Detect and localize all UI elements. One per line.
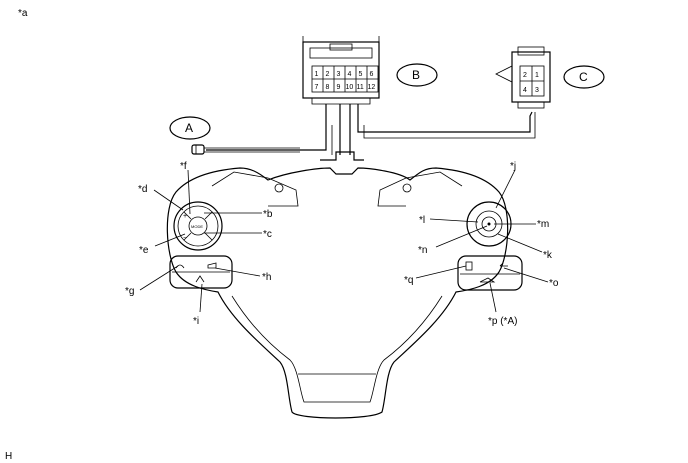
pin-label: 2 <box>523 72 527 79</box>
part-labels: *f *d *b *c *e *h *g *i *j *l *m *n *k *… <box>125 161 559 327</box>
svg-text:B: B <box>412 68 420 82</box>
label-l: *l <box>419 215 425 226</box>
connector-c-pin-grid: 2 1 4 3 <box>519 65 545 97</box>
pin-label: 1 <box>315 71 319 78</box>
label-p: *p (*A) <box>488 316 517 327</box>
callout-a: A <box>169 116 211 140</box>
callout-c: C <box>563 65 605 89</box>
pin-label: 12 <box>368 84 376 91</box>
pin-label: 11 <box>357 84 364 91</box>
pin-label: 3 <box>337 71 341 78</box>
pin-label: 3 <box>535 87 539 94</box>
pin-label: 9 <box>337 84 341 91</box>
label-c: *c <box>263 229 272 240</box>
label-n: *n <box>418 245 427 256</box>
figure-id: *a <box>18 8 28 19</box>
pin-label: 6 <box>370 71 374 78</box>
minus-icon: − <box>183 235 187 242</box>
footer-code: H <box>5 451 12 462</box>
wire-harness <box>191 104 536 161</box>
pin-label: 5 <box>359 71 363 78</box>
label-b: *b <box>263 209 273 220</box>
pin-label: 1 <box>535 72 539 79</box>
callout-b: B <box>396 63 438 87</box>
svg-text:A: A <box>185 121 193 135</box>
voice-icon <box>195 275 205 283</box>
svg-text:C: C <box>579 70 588 84</box>
pin-label: 7 <box>315 84 319 91</box>
pin-label: 4 <box>523 87 527 94</box>
connector-c: 2 1 4 3 <box>495 46 551 109</box>
pin-label: 8 <box>326 84 330 91</box>
steering-pad-body <box>166 167 509 419</box>
label-f: *f <box>180 161 187 172</box>
car-icon <box>479 277 496 283</box>
phone-off-hook-icon <box>207 262 217 269</box>
label-o: *o <box>549 278 559 289</box>
label-q: *q <box>404 275 413 286</box>
label-j: *j <box>510 161 516 172</box>
left-steering-switch: MODE + − <box>169 201 233 289</box>
label-k: *k <box>543 250 553 261</box>
pin-label: 10 <box>346 84 354 91</box>
label-g: *g <box>125 286 134 297</box>
label-e: *e <box>139 245 149 256</box>
leader-lines <box>139 169 549 313</box>
pin-label: 4 <box>348 71 352 78</box>
back-icon <box>499 262 508 267</box>
connector-b: 1 2 3 4 5 6 7 8 9 10 11 12 <box>302 36 380 105</box>
right-steering-switch <box>457 201 523 291</box>
label-m: *m <box>537 219 549 230</box>
label-i: *i <box>193 316 199 327</box>
plus-icon: + <box>183 213 187 220</box>
display-icon <box>465 261 473 271</box>
label-d: *d <box>138 184 147 195</box>
label-h: *h <box>262 272 271 283</box>
pin-label: 2 <box>326 71 330 78</box>
connector-b-pin-grid: 1 2 3 4 5 6 7 8 9 10 11 12 <box>311 65 379 93</box>
mode-button-text: MODE <box>191 224 203 229</box>
